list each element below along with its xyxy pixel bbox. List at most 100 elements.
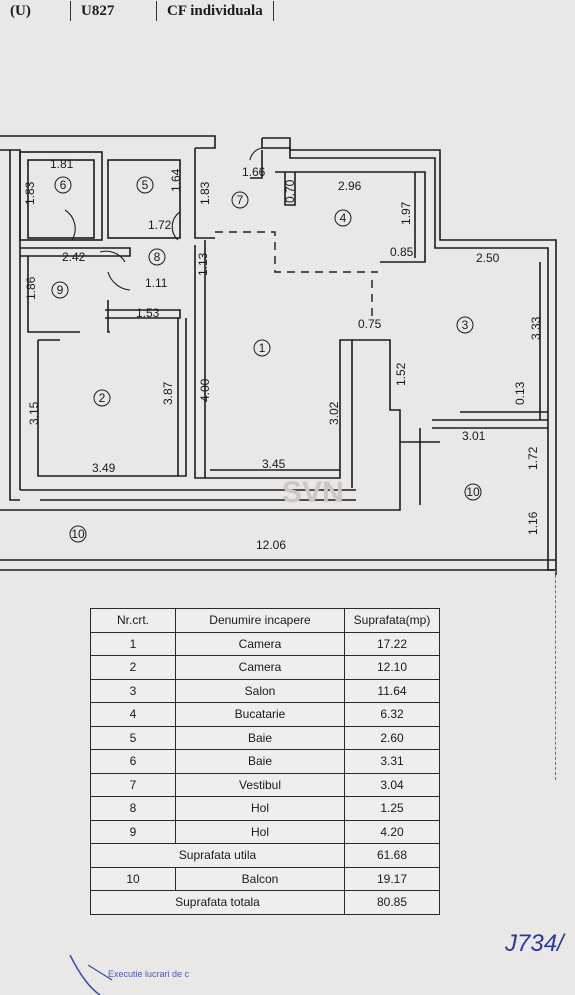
row-nr: 2	[90, 655, 176, 680]
header-area: Suprafata(mp)	[344, 608, 440, 633]
row-area: 6.32	[344, 702, 440, 727]
row-nr: 10	[90, 866, 176, 891]
dim-3-49: 3.49	[92, 461, 116, 475]
dim-2-96: 2.96	[338, 179, 362, 193]
dim-3-15: 3.15	[27, 401, 41, 425]
room-10-label-left: 10	[71, 527, 85, 541]
row-name: Camera	[175, 655, 345, 680]
dim-1-64: 1.64	[169, 168, 183, 192]
row-name: Salon	[175, 678, 345, 703]
dim-3-45: 3.45	[262, 457, 286, 471]
row-area: 2.60	[344, 725, 440, 750]
row-nr: 1	[90, 631, 176, 656]
dim-1-83-a: 1.83	[23, 181, 37, 205]
row-name: Baie	[175, 725, 345, 750]
room-8-label: 8	[154, 250, 161, 264]
row-nr: 7	[90, 772, 176, 797]
row-name: Bucatarie	[175, 702, 345, 727]
dim-1-66: 1.66	[242, 165, 266, 179]
dim-1-81: 1.81	[50, 157, 74, 171]
util-value: 61.68	[344, 843, 440, 868]
row-nr: 3	[90, 678, 176, 703]
dim-1-97: 1.97	[399, 201, 413, 225]
row-name: Hol	[175, 796, 345, 821]
dim-1-72: 1.72	[148, 218, 172, 232]
row-area: 3.04	[344, 772, 440, 797]
watermark: SVN	[282, 476, 344, 509]
row-nr: 9	[90, 819, 176, 844]
total-label: Suprafata totala	[90, 890, 345, 915]
room-2-label: 2	[99, 391, 106, 405]
row-area: 4.20	[344, 819, 440, 844]
room-10-label-right: 10	[466, 485, 480, 499]
dim-1-72-b: 1.72	[526, 446, 540, 470]
row-nr: 5	[90, 725, 176, 750]
header-unit: U827	[71, 1, 157, 21]
red-margin-line	[555, 570, 575, 780]
header-name: Denumire incapere	[175, 608, 345, 633]
total-value: 80.85	[344, 890, 440, 915]
row-name: Camera	[175, 631, 345, 656]
dim-3-33: 3.33	[529, 316, 543, 340]
dim-1-83-b: 1.83	[198, 181, 212, 205]
row-area: 1.25	[344, 796, 440, 821]
dim-1-86: 1.86	[24, 276, 38, 300]
dim-1-53: 1.53	[136, 306, 160, 320]
table-header-row: Nr.crt. Denumire incapere Suprafata(mp)	[90, 608, 440, 633]
row-name: Vestibul	[175, 772, 345, 797]
util-label: Suprafata utila	[90, 843, 345, 868]
header-code: (U)	[0, 1, 71, 21]
room-1-label: 1	[259, 341, 266, 355]
dim-3-02: 3.02	[327, 401, 341, 425]
row-nr: 8	[90, 796, 176, 821]
area-table: Nr.crt. Denumire incapere Suprafata(mp) …	[90, 608, 440, 915]
row-area: 19.17	[344, 866, 440, 891]
header-doc-type: CF individuala	[157, 1, 274, 21]
room-7-label: 7	[237, 193, 244, 207]
room-4-label: 4	[340, 211, 347, 225]
dim-1-11: 1.11	[145, 276, 168, 290]
dim-3-87: 3.87	[161, 381, 175, 405]
dim-0-85: 0.85	[390, 245, 414, 259]
handwritten-signature: J734/	[505, 930, 564, 957]
row-area: 11.64	[344, 678, 440, 703]
header-nr: Nr.crt.	[90, 608, 176, 633]
room-3-label: 3	[462, 318, 469, 332]
dim-1-16: 1.16	[526, 511, 540, 535]
row-area: 12.10	[344, 655, 440, 680]
document-header: (U) U827 CF individuala	[0, 0, 330, 22]
room-6-label: 6	[60, 178, 67, 192]
row-name: Baie	[175, 749, 345, 774]
row-name: Balcon	[175, 866, 345, 891]
stamp-text: Executie lucrari de c	[108, 969, 190, 979]
dim-0-75: 0.75	[358, 317, 382, 331]
room-9-label: 9	[57, 283, 64, 297]
stamp: Executie lucrari de c	[69, 955, 190, 995]
dim-1-52: 1.52	[394, 362, 408, 386]
dim-2-50: 2.50	[476, 251, 500, 265]
dim-0-13: 0.13	[513, 381, 527, 405]
dim-4-00: 4.00	[198, 378, 212, 402]
row-nr: 6	[90, 749, 176, 774]
row-area: 17.22	[344, 631, 440, 656]
room-5-label: 5	[142, 178, 149, 192]
row-area: 3.31	[344, 749, 440, 774]
row-nr: 4	[90, 702, 176, 727]
dim-2-42: 2.42	[62, 250, 86, 264]
floor-plan: 1 2 3 4 5 6 7 8 9 10 10 1.81 1.83 1.64 1…	[0, 135, 557, 575]
dim-0-70: 0.70	[283, 179, 297, 203]
dim-3-01: 3.01	[462, 429, 486, 443]
dim-1-13: 1.13	[196, 252, 210, 276]
